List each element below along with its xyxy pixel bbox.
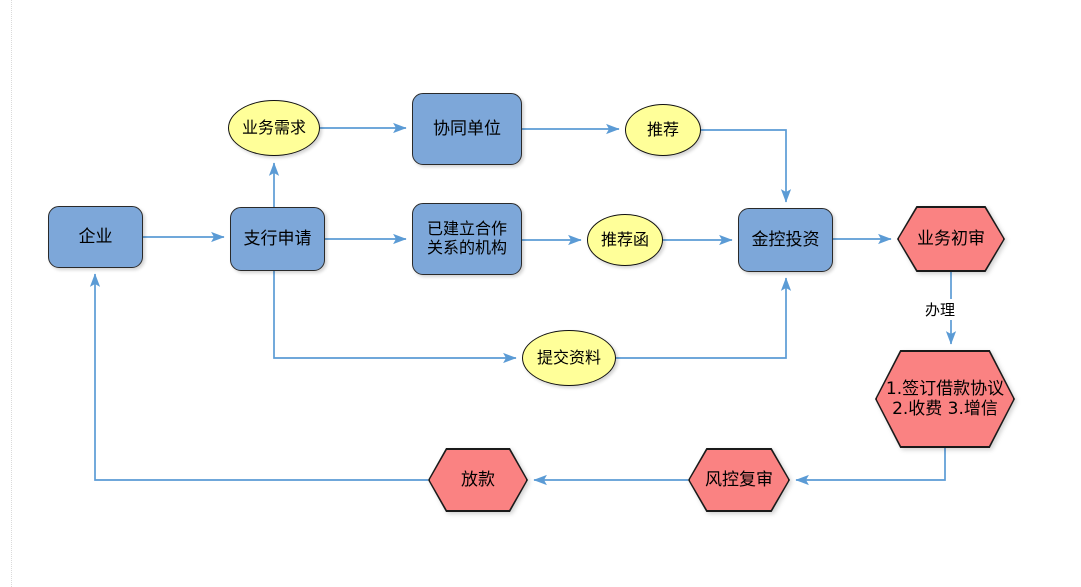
node-qiye-label: 企业 [78,226,113,247]
node-tuijian-label: 推荐 [646,119,679,139]
node-zhsq-label: 支行申请 [243,228,312,249]
edge-tjzl-to-jktz [616,277,792,359]
node-ywxq-label: 业务需求 [241,117,306,137]
node-tjhan[interactable]: 推荐函 [587,214,663,266]
node-fkfs[interactable]: 风控复审 [688,448,790,512]
node-ywxq[interactable]: 业务需求 [228,100,320,156]
node-fangkuan[interactable]: 放款 [428,448,528,512]
edge-qianding-to-fkfs [795,448,946,486]
node-ywcs-fill [898,207,1004,271]
edge-tuijian-to-jktz [701,129,792,203]
page-margin-rule [11,0,12,587]
node-qianding[interactable]: 1.签订借款协议 2.收费 3.增信 [875,350,1015,448]
node-jktz[interactable]: 金控投资 [738,208,833,272]
node-jktz-label: 金控投资 [751,229,820,250]
node-qianding-label: 1.签订借款协议 2.收费 3.增信 [885,378,1005,419]
node-fkfs-label: 风控复审 [705,469,773,490]
node-fangkuan-label: 放款 [461,469,495,490]
node-tjhan-label: 推荐函 [600,229,649,249]
node-yjljg-label: 已建立合作 关系的机构 [426,219,507,257]
node-yjljg[interactable]: 已建立合作 关系的机构 [412,203,522,275]
node-fangkuan-fill [429,449,527,511]
node-tjzl-label: 提交资料 [536,347,601,367]
edge-zhsq-to-tjzl [273,271,517,364]
node-xtdw-label: 协同单位 [433,118,501,139]
node-ywcs-label: 业务初审 [917,228,985,249]
edge-label-banli: 办理 [922,299,959,320]
node-tuijian[interactable]: 推荐 [625,104,701,156]
node-zhsq[interactable]: 支行申请 [230,207,325,271]
node-fkfs-fill [689,449,789,511]
node-ywcs[interactable]: 业务初审 [897,206,1005,272]
edge-fangkuan-to-qiye [89,273,428,481]
node-qianding-fill [876,351,1014,447]
node-qiye[interactable]: 企业 [48,206,143,268]
node-tjzl[interactable]: 提交资料 [522,330,616,386]
node-xtdw[interactable]: 协同单位 [412,93,522,165]
